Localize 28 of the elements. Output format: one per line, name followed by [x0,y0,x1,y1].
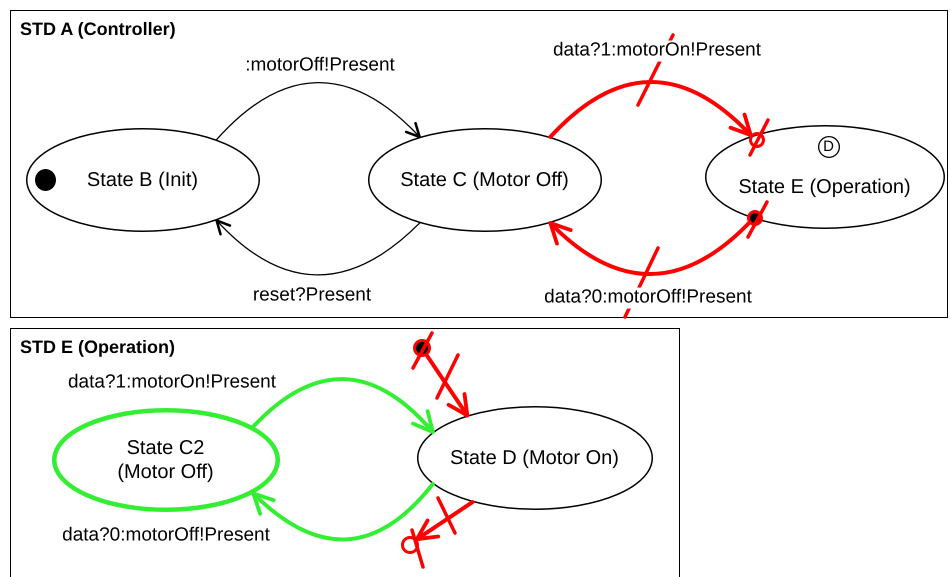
state-name: State C2 (Motor Off) [116,436,215,484]
state-name: State E (Operation) [738,174,911,198]
state-ellipse [416,406,652,510]
diagram-frame [10,328,680,577]
state-ellipse [704,124,944,228]
small-circle [818,136,840,158]
state-name: State B (Init) [86,168,198,192]
transition-arrow [548,221,751,276]
state-ellipse [26,128,260,232]
edge-label: data?0:motorOff!Present [544,288,752,308]
hollow-circle-marker [400,536,418,554]
transition-arrow [424,354,470,418]
transition-arrow [414,500,474,542]
transition-arrow [251,482,435,542]
transition-arrow [216,82,421,140]
frame-title: STD E (Operation) [20,337,176,358]
transition-arrow [548,80,753,139]
transition-arrow [215,219,420,276]
transition-arrow [251,377,435,434]
frame-title: STD A (Controller) [20,19,176,40]
state-name: State C (Motor Off) [400,168,569,192]
diagram-frame [10,10,948,318]
edge-label: data?1:motorOn!Present [552,40,762,62]
circle-letter: D [823,138,834,156]
hollow-circle-marker [748,132,764,148]
state-name: State D (Motor On) [450,446,619,470]
state-ellipse [52,408,280,512]
state-ellipse [368,128,602,232]
